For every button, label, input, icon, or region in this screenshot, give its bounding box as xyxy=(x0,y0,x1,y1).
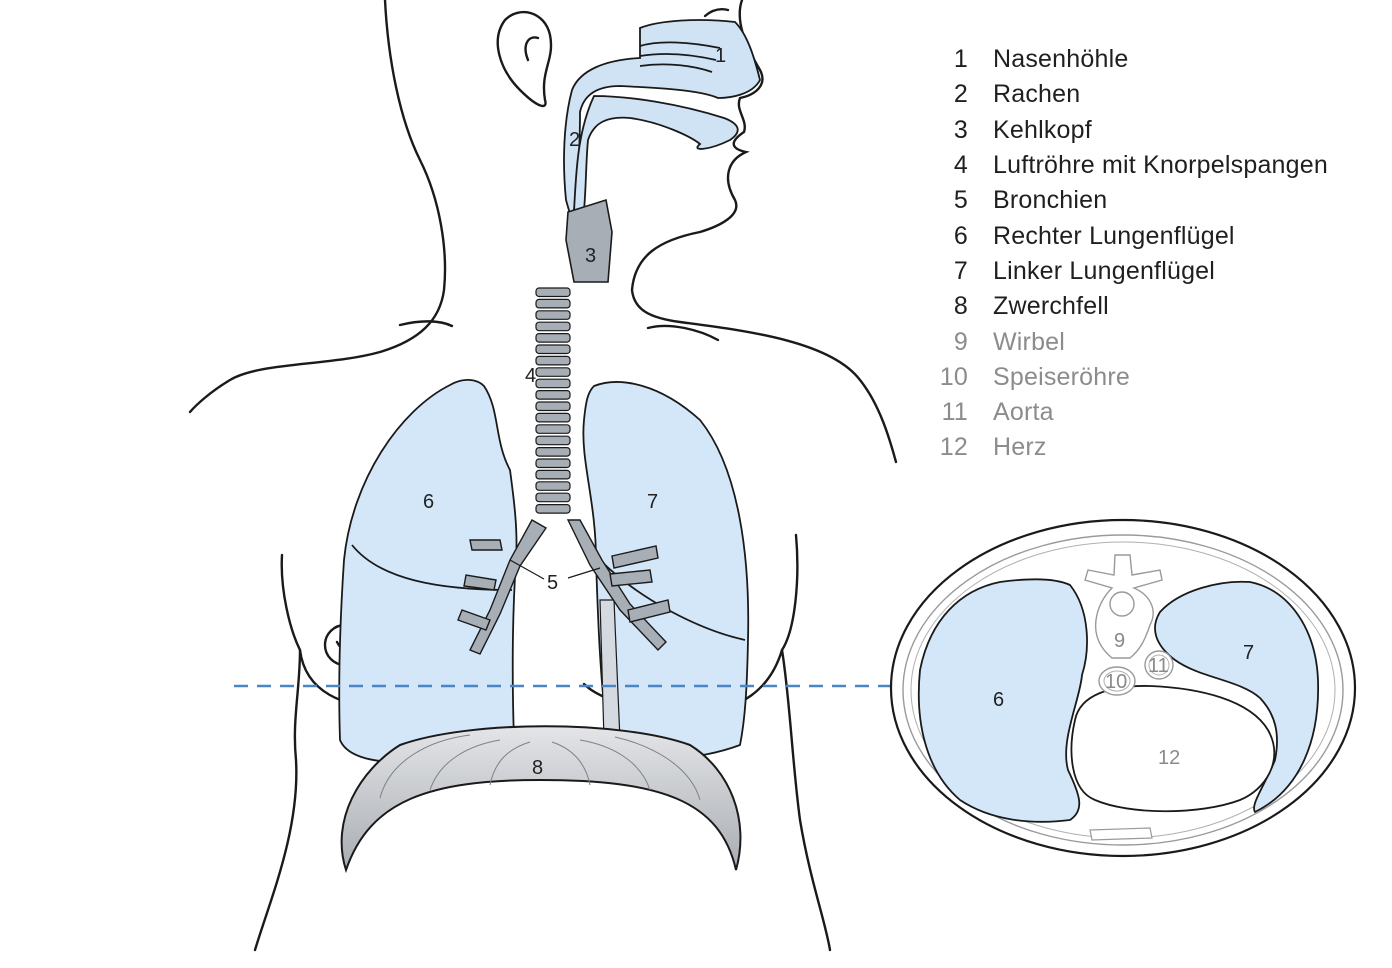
legend-label: Luftröhre mit Knorpelspangen xyxy=(993,151,1328,180)
marker-right-lung: 6 xyxy=(423,491,434,513)
legend-item: 8 Zwerchfell xyxy=(928,289,1328,324)
legend-label: Kehlkopf xyxy=(993,115,1092,144)
legend-number: 3 xyxy=(953,115,968,144)
number-markers: 1 2 3 4 5 6 7 8 6 7 9 10 11 12 xyxy=(423,45,1254,779)
trachea xyxy=(535,198,613,514)
marker-section-right-lung: 6 xyxy=(993,689,1004,711)
section-left-lung xyxy=(1154,580,1319,814)
legend-number: 9 xyxy=(953,327,968,356)
legend-item: 12 Herz xyxy=(928,430,1328,465)
bronchi xyxy=(457,519,671,655)
diaphragm xyxy=(340,725,742,874)
legend-label: Linker Lungenflügel xyxy=(993,256,1216,285)
marker-aorta: 11 xyxy=(1148,655,1169,677)
trachea-ring xyxy=(535,504,571,514)
legend: 1 Nasenhöhle 2 Rachen 3 Kehlkopf 4 Luftröhre mi… xyxy=(928,42,1328,466)
marker-esophagus: 10 xyxy=(1105,671,1127,693)
trachea-ring xyxy=(535,333,571,343)
legend-item: 4 Luftröhre mit Knorpelspangen xyxy=(928,148,1328,183)
legend-item: 2 Rachen xyxy=(928,77,1328,112)
legend-item: 10 Speiseröhre xyxy=(928,360,1328,395)
marker-heart: 12 xyxy=(1158,747,1180,769)
legend-label: Bronchien xyxy=(993,186,1108,215)
trachea-ring xyxy=(535,298,571,309)
legend-number: 8 xyxy=(953,292,968,321)
trachea-ring xyxy=(535,390,571,400)
trachea-ring xyxy=(535,458,571,469)
upper-airway xyxy=(563,19,761,216)
legend-number: 10 xyxy=(939,362,968,391)
marker-nasal: 1 xyxy=(715,45,726,67)
legend-number: 2 xyxy=(953,80,968,109)
marker-pharynx: 2 xyxy=(569,129,580,151)
trachea-ring xyxy=(535,424,571,434)
marker-diaphragm: 8 xyxy=(532,757,543,779)
trachea-ring xyxy=(535,344,571,355)
marker-vertebra: 9 xyxy=(1114,630,1125,652)
section-right-lung xyxy=(917,578,1088,823)
legend-item: 11 Aorta xyxy=(928,395,1328,430)
legend-item: 5 Bronchien xyxy=(928,183,1328,218)
marker-larynx: 3 xyxy=(585,245,596,267)
trachea-ring xyxy=(535,481,571,491)
marker-left-lung: 7 xyxy=(647,491,658,513)
trachea-ring xyxy=(535,401,571,412)
legend-label: Zwerchfell xyxy=(993,292,1109,321)
legend-number: 1 xyxy=(953,45,968,74)
legend-label: Nasenhöhle xyxy=(993,45,1129,74)
trachea-ring xyxy=(535,367,571,377)
cross-section xyxy=(889,518,1357,858)
right-lung xyxy=(338,378,518,765)
lungs xyxy=(338,378,750,765)
marker-section-left-lung: 7 xyxy=(1243,642,1254,664)
legend-item: 3 Kehlkopf xyxy=(928,113,1328,148)
legend-label: Aorta xyxy=(993,398,1054,427)
legend-item: 7 Linker Lungenflügel xyxy=(928,254,1328,289)
legend-label: Rechter Lungenflügel xyxy=(993,221,1235,250)
trachea-ring xyxy=(535,447,571,457)
marker-bronchi: 5 xyxy=(547,572,558,594)
legend-label: Wirbel xyxy=(993,327,1066,356)
legend-item: 9 Wirbel xyxy=(928,324,1328,359)
legend-number: 5 xyxy=(953,186,968,215)
legend-label: Herz xyxy=(993,433,1047,462)
trachea-ring xyxy=(535,412,571,423)
legend-number: 6 xyxy=(953,221,968,250)
trachea-ring xyxy=(535,287,571,298)
trachea-ring xyxy=(535,435,571,446)
trachea-ring xyxy=(535,378,571,389)
legend-number: 4 xyxy=(953,151,968,180)
legend-number: 11 xyxy=(941,398,968,427)
trachea-ring xyxy=(535,355,571,366)
legend-number: 7 xyxy=(953,256,968,285)
trachea-ring xyxy=(535,310,571,320)
marker-trachea: 4 xyxy=(525,365,536,387)
trachea-ring xyxy=(535,469,571,480)
legend-label: Rachen xyxy=(993,80,1081,109)
legend-item: 6 Rechter Lungenflügel xyxy=(928,218,1328,253)
legend-number: 12 xyxy=(939,433,968,462)
section-heart xyxy=(1070,685,1276,813)
trachea-ring xyxy=(535,492,571,503)
legend-label: Speiseröhre xyxy=(993,362,1131,391)
trachea-ring xyxy=(535,321,571,332)
legend-item: 1 Nasenhöhle xyxy=(928,42,1328,77)
